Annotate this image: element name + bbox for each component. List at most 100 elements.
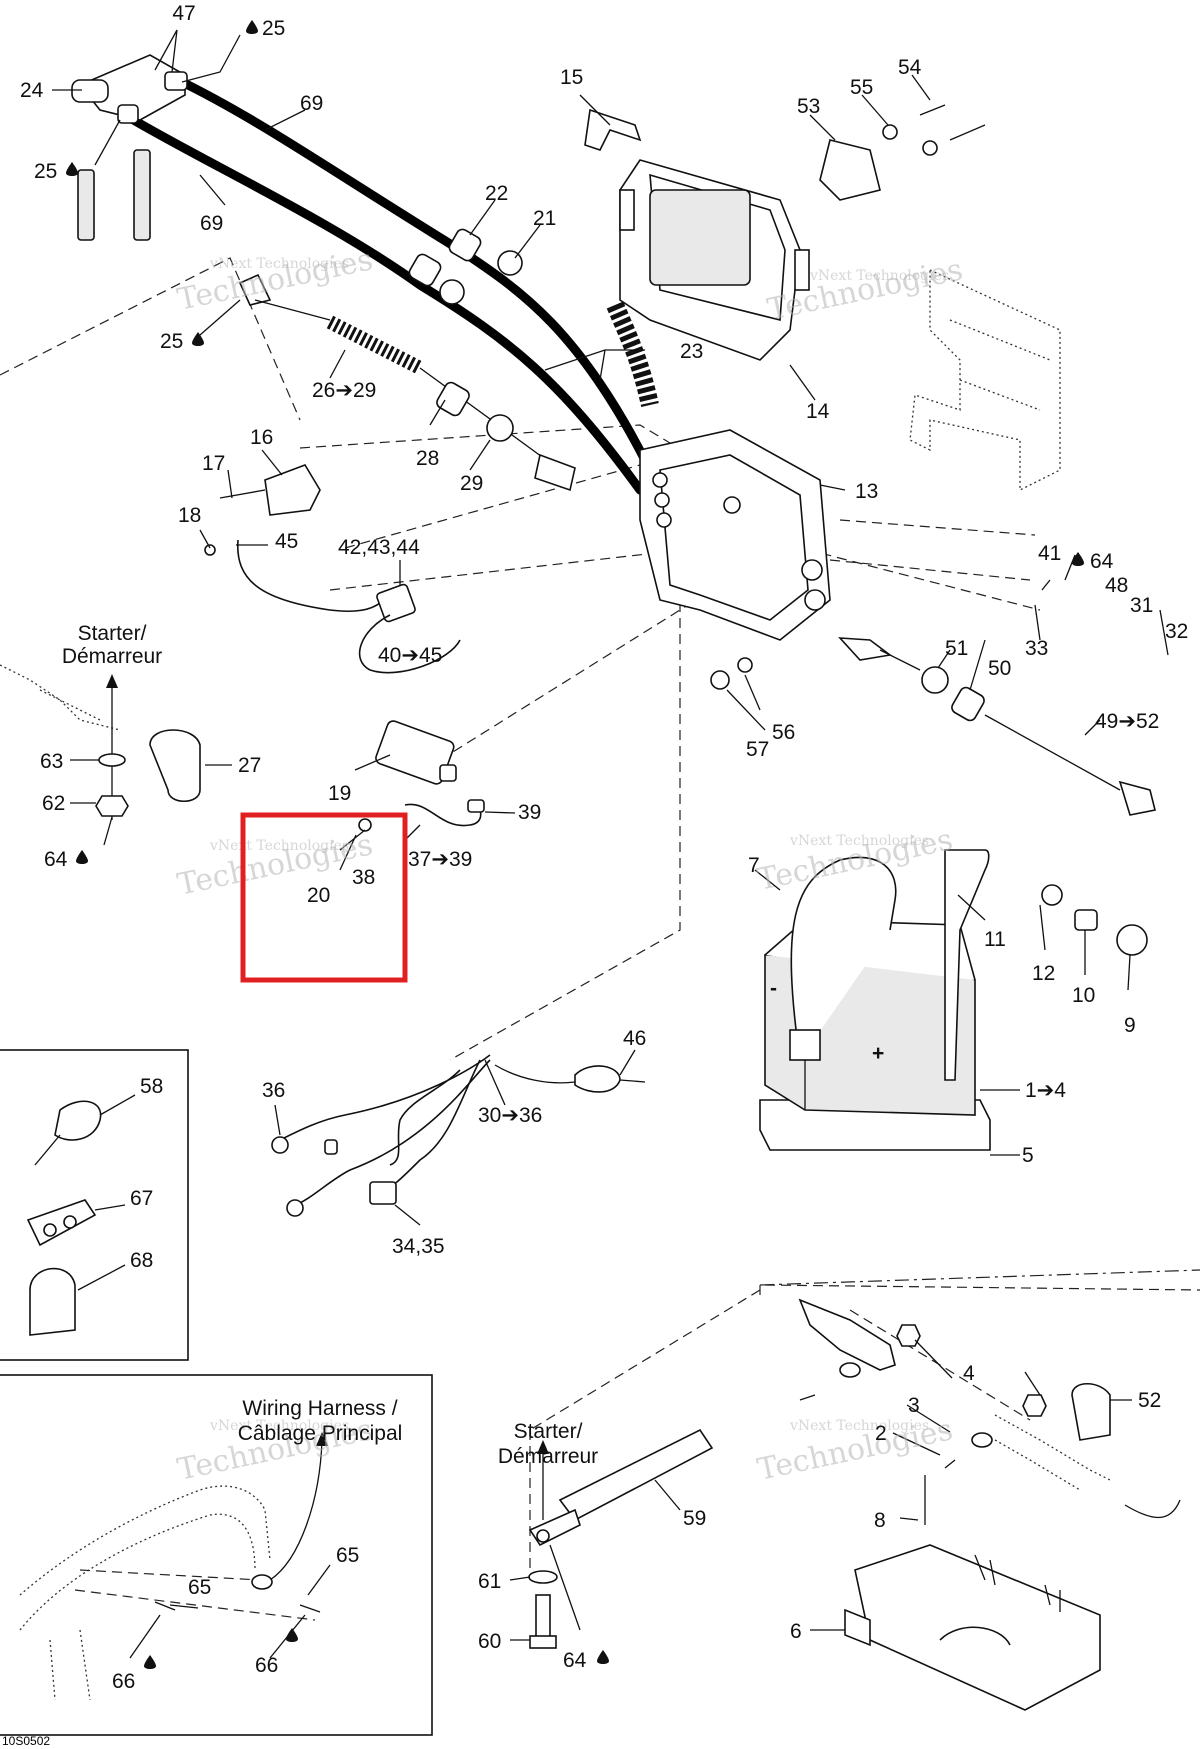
- watermark-3: vNext Technologies: [809, 268, 949, 284]
- callout-41: 41: [1038, 542, 1061, 565]
- callout-28: 28: [416, 447, 439, 470]
- callout-55: 55: [850, 76, 873, 99]
- callout-58: 58: [140, 1075, 163, 1098]
- callout-69b: 69: [200, 212, 223, 235]
- connector-40: [358, 583, 461, 674]
- callout-60: 60: [478, 1630, 501, 1653]
- watermark-7: vNext Technologies: [789, 833, 929, 849]
- junction-box-13: [639, 429, 831, 641]
- watermark-9: vNext Technologies: [209, 1418, 349, 1434]
- leader-lines: [52, 29, 1181, 1659]
- callout-34: 34,35: [392, 1235, 445, 1258]
- callout-23: 23: [680, 340, 703, 363]
- mounting-bracket-dotted: [909, 268, 1061, 492]
- callout-53: 53: [797, 95, 820, 118]
- callout-16: 16: [250, 426, 273, 449]
- callout-8: 8: [874, 1509, 886, 1532]
- callout-64a: 64: [1090, 550, 1114, 573]
- callout-14: 14: [806, 400, 830, 423]
- inset-box-harness: [0, 1374, 433, 1736]
- callout-7: 7: [748, 854, 760, 877]
- callout-51: 51: [945, 637, 968, 660]
- callout-38: 38: [352, 866, 375, 889]
- drop-icon: [192, 332, 204, 346]
- starter-terminal-bottom: [528, 1428, 714, 1649]
- highlight-box[interactable]: [240, 812, 408, 983]
- callout-27: 27: [238, 754, 261, 777]
- solenoid-switch-16: [204, 464, 396, 613]
- guide-lines: [0, 257, 1200, 1570]
- ignition-coil-19: [339, 720, 485, 851]
- callout-numbers: 47 25 24 69 25 69 22 21 25 26➔29 23 15 5…: [20, 2, 1188, 1693]
- callout-13: 13: [855, 480, 878, 503]
- callout-11: 11: [984, 928, 1006, 951]
- callout-15: 15: [560, 66, 583, 89]
- callout-48: 48: [1105, 574, 1128, 597]
- callout-9: 9: [1124, 1014, 1136, 1037]
- starter-label-bottom-line1: Starter/: [514, 1420, 583, 1443]
- section-labels: Starter/ Démarreur Starter/ Démarreur Wi…: [2, 622, 884, 1748]
- watermarks: vNext Technologies Technologies vNext Te…: [174, 242, 965, 1488]
- drop-icon: [246, 20, 258, 34]
- callout-22: 22: [485, 182, 508, 205]
- callout-19: 19: [328, 782, 351, 805]
- callout-59: 59: [683, 1507, 706, 1530]
- callout-1: 1➔4: [1025, 1079, 1066, 1102]
- callout-61: 61: [478, 1570, 501, 1593]
- ecm-housing-14: [619, 159, 810, 361]
- callout-39: 39: [518, 801, 541, 824]
- callout-37: 37➔39: [408, 848, 472, 871]
- callout-25b: 25: [34, 160, 57, 183]
- callout-25a: 25: [262, 17, 285, 40]
- callout-30: 30➔36: [478, 1104, 542, 1127]
- callout-63: 63: [40, 750, 63, 773]
- starter-label-top-line2: Démarreur: [62, 645, 162, 668]
- harness-label-line1: Wiring Harness /: [242, 1397, 397, 1420]
- callout-18: 18: [178, 504, 201, 527]
- drop-icon: [286, 1628, 298, 1642]
- drop-icon: [1072, 552, 1084, 566]
- battery-assembly: [759, 849, 1148, 1151]
- callout-5: 5: [1022, 1144, 1034, 1167]
- ignition-cables: [71, 54, 655, 495]
- callout-26: 26➔29: [312, 379, 376, 402]
- callout-46: 46: [623, 1027, 646, 1050]
- callout-31: 31: [1130, 594, 1153, 617]
- starter-label-bottom-line2: Démarreur: [498, 1445, 598, 1468]
- callout-65b: 65: [336, 1544, 359, 1567]
- starter-label-top-line1: Starter/: [78, 622, 147, 645]
- callout-3: 3: [908, 1394, 920, 1417]
- callout-25c: 25: [160, 330, 183, 353]
- callout-45: 45: [275, 530, 298, 553]
- drop-icon: [66, 162, 78, 176]
- callout-68: 68: [130, 1249, 153, 1272]
- callout-36: 36: [262, 1079, 285, 1102]
- clip-15: [584, 108, 642, 151]
- callout-24: 24: [20, 79, 44, 102]
- callout-4: 4: [963, 1362, 975, 1385]
- drop-icons: [66, 20, 1084, 1669]
- callout-57: 57: [746, 738, 769, 761]
- callout-67: 67: [130, 1187, 153, 1210]
- callout-52: 52: [1138, 1389, 1161, 1412]
- battery-plus-sign: +: [872, 1042, 884, 1065]
- callout-64c: 64: [563, 1649, 587, 1672]
- callout-21: 21: [533, 207, 556, 230]
- callout-66b: 66: [255, 1654, 278, 1677]
- watermark-1: vNext Technologies: [209, 256, 349, 272]
- harness-inset-dotted: [19, 1432, 328, 1701]
- starter-terminal-top: [0, 664, 201, 820]
- watermark-11: vNext Technologies: [789, 1418, 929, 1434]
- battery-cable-49: [710, 637, 1156, 816]
- clips-inset: [26, 1100, 102, 1336]
- drop-icon: [597, 1650, 609, 1664]
- callout-65a: 65: [188, 1576, 211, 1599]
- callout-40: 40➔45: [378, 644, 442, 667]
- figure-code: 10S0502: [2, 1734, 50, 1748]
- callout-42: 42,43,44: [338, 536, 420, 559]
- inset-box-clips: [0, 1049, 189, 1361]
- callout-56: 56: [772, 721, 795, 744]
- relay-53: [819, 104, 986, 201]
- battery-minus-sign: -: [770, 977, 777, 1000]
